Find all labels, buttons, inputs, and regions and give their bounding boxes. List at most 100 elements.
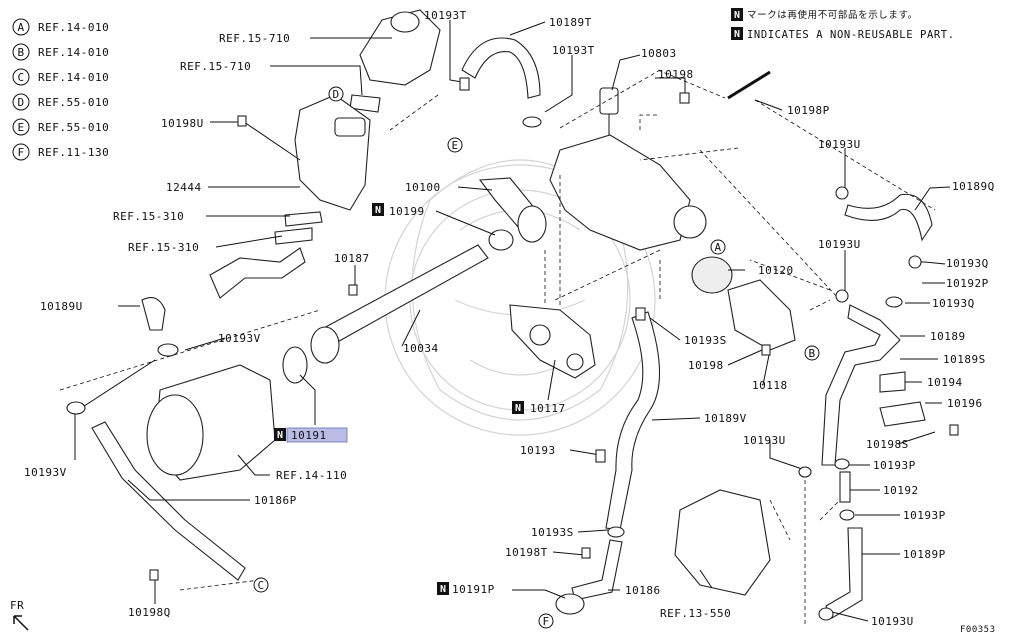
bolt-icon (149, 569, 159, 581)
ref-text: REF.55-010 (38, 96, 109, 109)
callout-10100[interactable]: 10100 (405, 181, 441, 194)
callout-10193u[interactable]: 10193U (818, 238, 861, 251)
callout-10187[interactable]: 10187 (334, 252, 370, 265)
connector-b[interactable]: B (804, 345, 820, 361)
callout-10193v[interactable]: 10193V (24, 466, 67, 479)
arrow-icon (13, 615, 29, 631)
callout-10189q[interactable]: 10189Q (952, 180, 995, 193)
callout-ref-15-310[interactable]: REF.15-310 (113, 210, 184, 223)
callout-10198[interactable]: 10198 (688, 359, 724, 372)
ref-text: REF.55-010 (38, 121, 109, 134)
clamp-icon (798, 466, 812, 478)
callout-ref-15-710[interactable]: REF.15-710 (219, 32, 290, 45)
callout-10193t[interactable]: 10193T (552, 44, 595, 57)
n-badge-icon (731, 8, 743, 21)
callout-ref-13-550[interactable]: REF.13-550 (660, 607, 731, 620)
figure-code: F00353 (960, 625, 996, 635)
callout-10034[interactable]: 10034 (403, 342, 439, 355)
ref-letter: B (17, 46, 24, 59)
n-badge-icon (437, 582, 449, 595)
n-badge-letter: N (734, 29, 740, 40)
callout-10193s[interactable]: 10193S (684, 334, 727, 347)
callout-10192p[interactable]: 10192P (946, 277, 989, 290)
ref-text: REF.11-130 (38, 146, 109, 159)
callout-10117[interactable]: 10117 (530, 402, 566, 415)
clamp-icon (835, 289, 849, 303)
clip-icon (595, 449, 606, 463)
callout-ref-15-710[interactable]: REF.15-710 (180, 60, 251, 73)
callout-ref-14-110[interactable]: REF.14-110 (276, 469, 347, 482)
flex-pipe-part (209, 247, 306, 299)
callout-10189v[interactable]: 10189V (704, 412, 747, 425)
clamp-icon (908, 255, 922, 269)
callout-10198s[interactable]: 10198S (866, 438, 909, 451)
fr-label: FR (10, 599, 24, 612)
bolt-icon (581, 547, 591, 559)
ref-item-a: A REF.14-010 (12, 18, 109, 36)
callout-10193[interactable]: 10193 (520, 444, 556, 457)
callout-10193v[interactable]: 10193V (218, 332, 261, 345)
callout-10194[interactable]: 10194 (927, 376, 963, 389)
ref-text: REF.14-010 (38, 46, 109, 59)
parts-drawings (91, 9, 933, 619)
callout-10193p[interactable]: 10193P (903, 509, 946, 522)
clamp-icon (607, 526, 625, 538)
callout-10192[interactable]: 10192 (883, 484, 919, 497)
callout-10189p[interactable]: 10189P (903, 548, 946, 561)
ref-text: REF.14-010 (38, 71, 109, 84)
thermostat-part (691, 256, 733, 294)
callout-10198t[interactable]: 10198T (505, 546, 548, 559)
front-indicator: FR (10, 599, 29, 631)
callout-10198p[interactable]: 10198P (787, 104, 830, 117)
connector-letter: B (808, 347, 815, 360)
callout-ref-15-310[interactable]: REF.15-310 (128, 241, 199, 254)
callout-12444[interactable]: 12444 (166, 181, 202, 194)
n-badge-letter: N (515, 403, 521, 414)
ref-item-b: B REF.14-010 (12, 43, 109, 61)
callout-10193p[interactable]: 10193P (873, 459, 916, 472)
callout-10193u[interactable]: 10193U (818, 138, 861, 151)
clamp-icon (66, 401, 86, 415)
callout-10193t[interactable]: 10193T (424, 9, 467, 22)
clamp-icon (885, 296, 903, 308)
connector-d[interactable]: D (328, 86, 344, 102)
n-badge-icon (372, 203, 384, 216)
connector-c[interactable]: C (253, 577, 269, 593)
callout-10198[interactable]: 10198 (658, 68, 694, 81)
clamp-icon (522, 116, 542, 128)
callout-10193q[interactable]: 10193Q (946, 257, 989, 270)
thermostat-cover (727, 279, 796, 351)
callout-10193s[interactable]: 10193S (531, 526, 574, 539)
clamp-icon (157, 343, 179, 357)
callout-10803[interactable]: 10803 (641, 47, 677, 60)
connector-letter: F (542, 615, 549, 628)
callout-10193u[interactable]: 10193U (743, 434, 786, 447)
note-jp: マークは再使用不可部品を示します。 (747, 9, 918, 21)
callout-10198u[interactable]: 10198U (161, 117, 204, 130)
callout-10186p[interactable]: 10186P (254, 494, 297, 507)
callout-10199[interactable]: 10199 (389, 205, 425, 218)
connector-a[interactable]: A (710, 239, 726, 255)
callout-10189u[interactable]: 10189U (40, 300, 83, 313)
n-badge-icon (274, 428, 286, 441)
connector-letter: A (714, 241, 721, 254)
connector-e[interactable]: E (447, 137, 463, 153)
clamp-icon (834, 458, 850, 470)
n-badge-letter: N (734, 10, 740, 21)
ref-item-f: F REF.11-130 (12, 143, 109, 161)
callout-10189s[interactable]: 10189S (943, 353, 986, 366)
callout-10118[interactable]: 10118 (752, 379, 788, 392)
callout-10193u[interactable]: 10193U (871, 615, 914, 628)
callout-10193q[interactable]: 10193Q (932, 297, 975, 310)
callout-10196[interactable]: 10196 (947, 397, 983, 410)
callout-10186[interactable]: 10186 (625, 584, 661, 597)
connector-f[interactable]: F (538, 613, 554, 629)
callout-10189t[interactable]: 10189T (549, 16, 592, 29)
callout-10120[interactable]: 10120 (758, 264, 794, 277)
callout-10189[interactable]: 10189 (930, 330, 966, 343)
callout-10198q[interactable]: 10198Q (128, 606, 171, 619)
callout-10191[interactable]: 10191 (291, 429, 327, 442)
hose-10189v (605, 311, 661, 531)
callout-10191p[interactable]: 10191P (452, 583, 495, 596)
